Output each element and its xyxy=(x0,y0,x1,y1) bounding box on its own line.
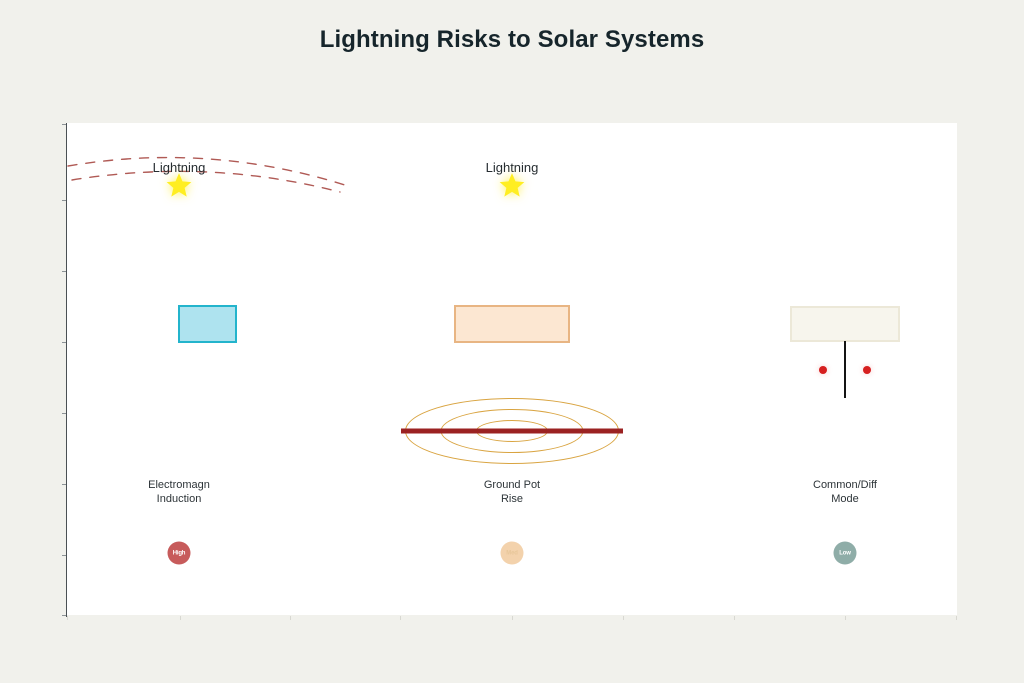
y-axis-tick xyxy=(62,555,66,556)
x-axis-tick xyxy=(67,616,68,620)
y-axis-tick xyxy=(62,413,66,414)
x-axis-tick xyxy=(956,616,957,620)
x-axis-tick xyxy=(845,616,846,620)
plot-area xyxy=(67,123,957,615)
y-axis-tick xyxy=(62,200,66,201)
x-axis-tick xyxy=(512,616,513,620)
x-axis-tick xyxy=(400,616,401,620)
panel-box-electromagnetic-induction xyxy=(178,305,237,343)
x-axis-tick xyxy=(180,616,181,620)
y-axis-tick xyxy=(62,484,66,485)
page-title: Lightning Risks to Solar Systems xyxy=(319,26,705,53)
lightning-star-icon-left xyxy=(166,173,192,197)
lightning-label-middle: Lightning xyxy=(485,160,539,175)
panel-box-common-diff-mode xyxy=(790,306,900,342)
x-axis-tick xyxy=(623,616,624,620)
severity-badge-high: High xyxy=(167,541,191,565)
mode-node-right xyxy=(863,366,871,374)
caption-ground-potential-rise: Ground Pot Rise xyxy=(483,479,541,505)
y-axis-spine xyxy=(66,123,67,617)
caption-electromagnetic-induction: Electromagn Induction xyxy=(148,479,210,505)
lightning-star-icon-middle xyxy=(499,173,525,197)
mode-node-left xyxy=(819,366,827,374)
x-axis-tick xyxy=(290,616,291,620)
conductor-line xyxy=(844,341,846,398)
y-axis-tick xyxy=(62,124,66,125)
y-axis-tick xyxy=(62,342,66,343)
y-axis-tick xyxy=(62,615,66,616)
ground-plane-line xyxy=(401,428,623,434)
y-axis-tick xyxy=(62,271,66,272)
x-axis-tick xyxy=(734,616,735,620)
severity-badge-low: Low xyxy=(833,541,857,565)
caption-common-diff-mode: Common/Diff Mode xyxy=(813,479,877,505)
lightning-label-left: Lightning xyxy=(152,160,206,175)
severity-badge-med: Med xyxy=(500,541,524,565)
panel-box-ground-potential-rise xyxy=(454,305,570,343)
